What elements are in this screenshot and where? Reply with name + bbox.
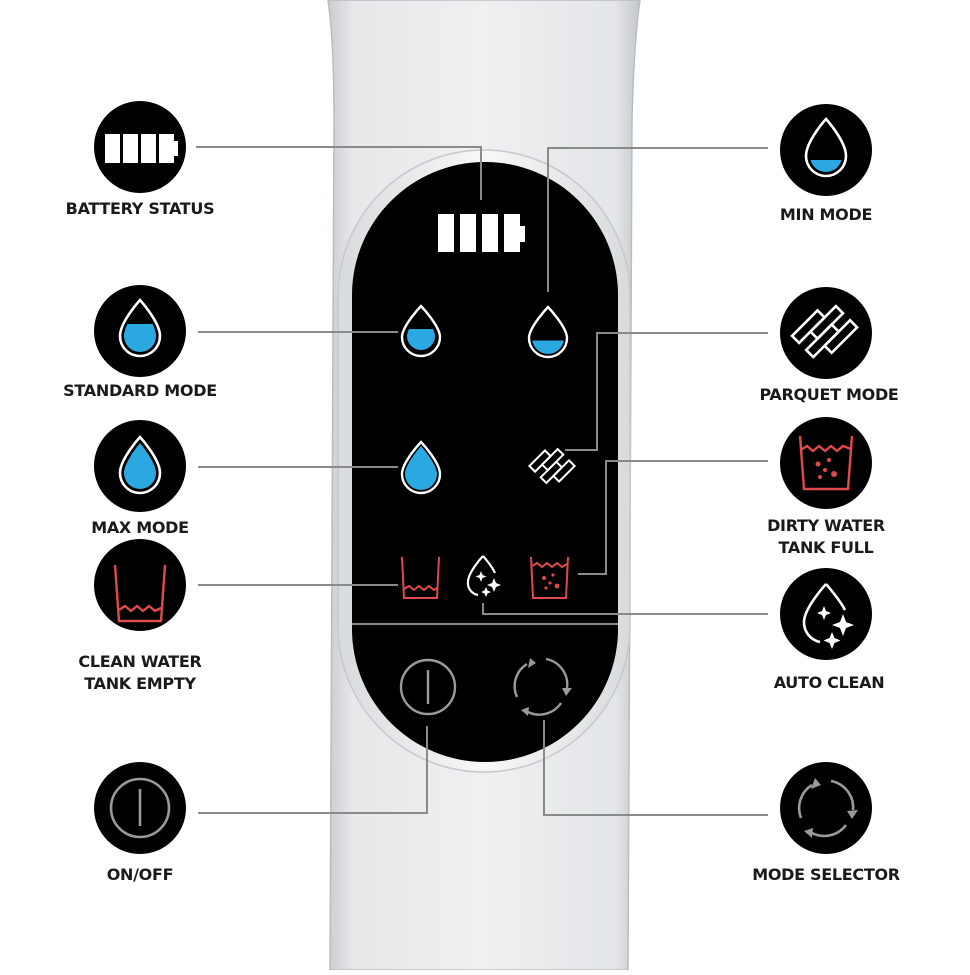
- panel-battery-icon: [438, 214, 525, 252]
- panel-empty-tank-icon: [401, 556, 440, 599]
- leader-lines: [196, 146, 768, 816]
- auto-clean-callout-icon: [780, 568, 872, 660]
- label-parquet-mode: PARQUET MODE: [759, 385, 899, 404]
- label-line: TANK FULL: [778, 538, 874, 557]
- label-dirty-water-tank-full: DIRTY WATER TANK FULL: [767, 515, 885, 559]
- label-battery-status: BATTERY STATUS: [65, 199, 215, 218]
- panel-water-drop-full-icon: [400, 440, 442, 495]
- min-mode-callout-icon: [780, 104, 872, 196]
- label-min-mode: MIN MODE: [779, 205, 873, 224]
- panel-dirty-tank-icon: [530, 556, 569, 599]
- clean-water-tank-empty-callout-icon: [94, 539, 186, 631]
- max-mode-callout-icon: [94, 420, 186, 512]
- label-line: DIRTY WATER: [767, 516, 885, 535]
- label-clean-water-tank-empty: CLEAN WATER TANK EMPTY: [78, 651, 201, 695]
- on-off-callout-icon: [94, 762, 186, 854]
- standard-mode-callout-icon: [94, 285, 186, 377]
- label-auto-clean: AUTO CLEAN: [773, 673, 885, 692]
- device-body: [327, 0, 641, 971]
- mode-selector-callout-icon: [780, 762, 872, 854]
- panel-sparkle-drop-icon: [466, 555, 501, 597]
- panel-parquet-icon: [527, 447, 577, 485]
- battery-status-callout-icon: [94, 101, 186, 193]
- parquet-mode-callout-icon: [780, 287, 872, 379]
- label-mode-selector: MODE SELECTOR: [752, 865, 900, 884]
- panel-water-drop-low-icon: [527, 305, 569, 359]
- label-standard-mode: STANDARD MODE: [63, 381, 217, 400]
- mode-selector-button[interactable]: [513, 657, 572, 716]
- label-on-off: ON/OFF: [106, 865, 174, 884]
- power-button[interactable]: [399, 658, 457, 716]
- label-max-mode: MAX MODE: [91, 518, 189, 537]
- dirty-water-tank-full-callout-icon: [780, 417, 872, 509]
- label-line: CLEAN WATER: [78, 652, 202, 671]
- label-line: TANK EMPTY: [84, 674, 196, 693]
- panel-water-drop-half-icon: [400, 301, 442, 358]
